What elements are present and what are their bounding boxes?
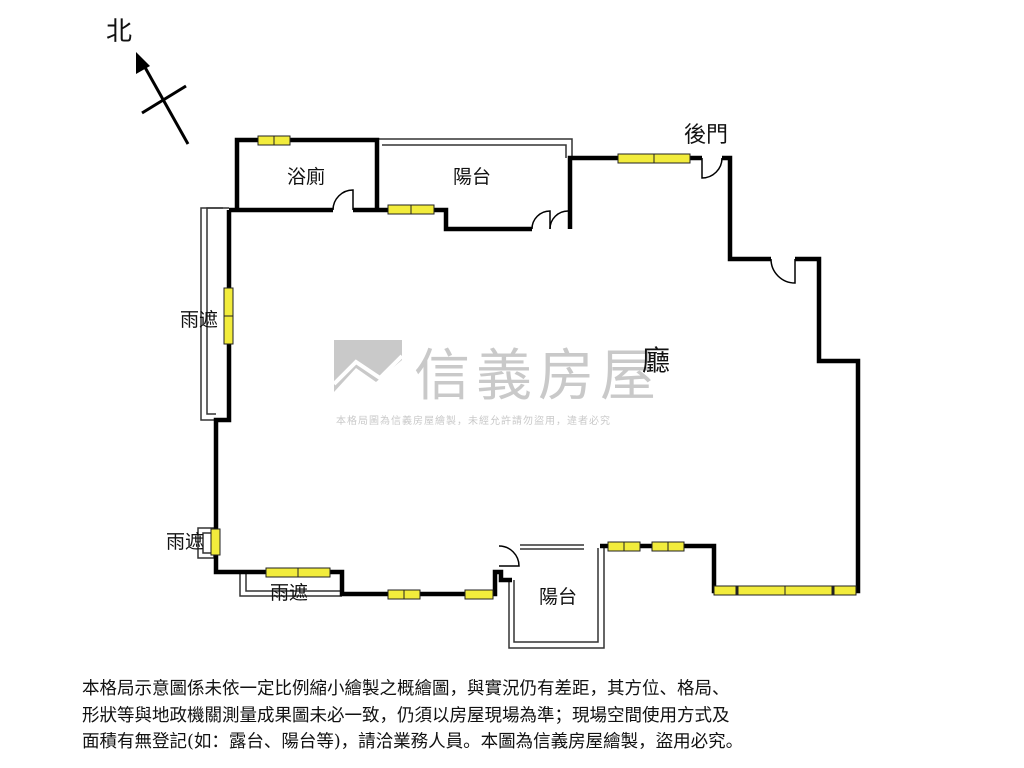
- watermark-brand: 信義房屋: [414, 344, 662, 409]
- watermark-notice: 本格局圖為信義房屋繪製，未經允許請勿盜用，違者必究: [336, 414, 611, 427]
- doors: [332, 157, 796, 567]
- label-balcony-bottom: 陽台: [539, 586, 577, 608]
- north-label: 北: [106, 17, 132, 47]
- label-awning-lower-left: 雨遮: [166, 531, 204, 553]
- watermark: 信義房屋 本格局圖為信義房屋繪製，未經允許請勿盜用，違者必究: [332, 340, 662, 427]
- balcony-bottom-door: [498, 545, 520, 567]
- label-awning-left: 雨遮: [180, 309, 218, 331]
- balcony-door-a: [531, 210, 551, 230]
- disclaimer: 本格局示意圖係未依一定比例縮小繪製之概繪圖，與實況仍有差距，其方位、格局、 形狀…: [82, 676, 982, 756]
- disclaimer-line: 本格局示意圖係未依一定比例縮小繪製之概繪圖，與實況仍有差距，其方位、格局、: [82, 679, 730, 699]
- awning-outlines: [197, 138, 605, 649]
- watermark-logo: [332, 340, 404, 400]
- label-bathroom: 浴廁: [287, 165, 325, 188]
- floor-plan: 信義房屋 本格局圖為信義房屋繪製，未經允許請勿盜用，違者必究 北: [106, 17, 861, 649]
- disclaimer-line: 面積有無登記(如：露台、陽台等)，請洽業務人員。本圖為信義房屋繪製，盜用必究。: [82, 732, 744, 752]
- north-arrow: 北: [106, 17, 190, 145]
- label-back-door: 後門: [684, 123, 728, 148]
- bathroom-door: [332, 189, 354, 211]
- label-balcony-top: 陽台: [453, 166, 491, 188]
- walls: [213, 137, 861, 597]
- label-living-room: 廳: [642, 344, 670, 377]
- back-door: [701, 157, 723, 179]
- label-awning-bottom: 雨遮: [270, 582, 308, 604]
- inner-door: [770, 258, 796, 284]
- disclaimer-line: 形狀等與地政機關測量成果圖未必一致，仍須以房屋現場為準；現場空間使用方式及: [82, 705, 730, 726]
- window-mullions: [224, 136, 835, 599]
